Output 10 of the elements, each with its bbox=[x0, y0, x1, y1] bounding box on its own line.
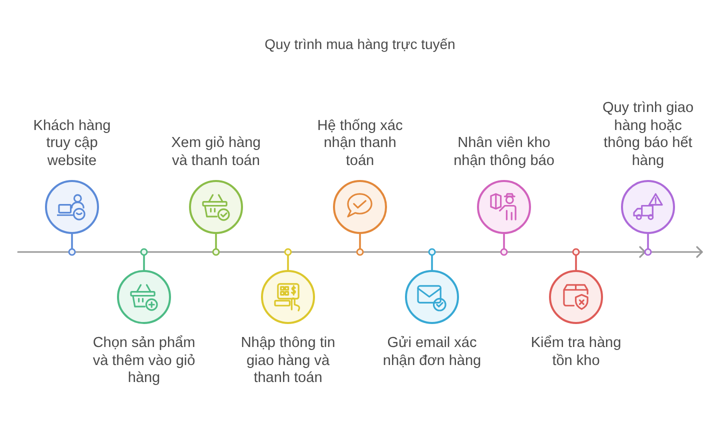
step-label: Xem giỏ hàng và thanh toán bbox=[170, 135, 262, 170]
step-label: Khách hàng truy cập website bbox=[32, 118, 112, 170]
diagram-title: Quy trình mua hàng trực tuyến bbox=[264, 36, 456, 52]
step-label: Quy trình giao hàng hoặc thông báo hết hàng bbox=[601, 100, 695, 170]
step-label: Chọn sản phẩm và thêm vào giỏ hàng bbox=[92, 335, 196, 388]
step-label: Nhập thông tin giao hàng và thanh toán bbox=[240, 335, 336, 388]
step-label: Gửi email xác nhận đơn hàng bbox=[382, 335, 482, 370]
step-label: Hệ thống xác nhận thanh toán bbox=[316, 118, 404, 170]
step-label: Kiểm tra hàng tồn kho bbox=[530, 335, 622, 370]
step-label: Nhân viên kho nhận thông báo bbox=[453, 135, 555, 170]
